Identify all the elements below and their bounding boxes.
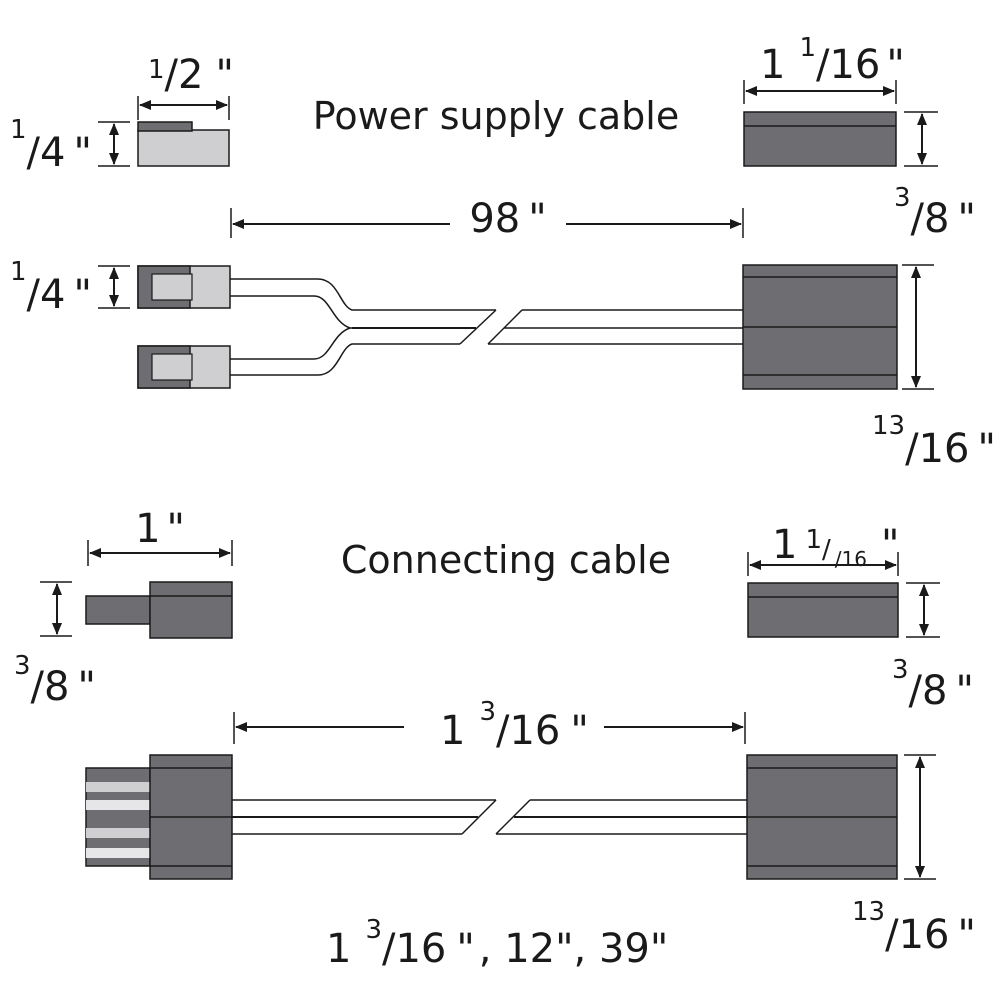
power-plug-height-dimension: 1/4": [10, 257, 130, 318]
large-block-height-label: 3/8": [894, 183, 976, 242]
connecting-small-height-label: 3/8": [14, 651, 96, 710]
power-main-block: [742, 264, 898, 390]
plug-window: [151, 273, 193, 301]
small-plug-body: [137, 129, 230, 167]
power-length-dimension: 98": [230, 196, 744, 242]
connecting-small-width-label: 1": [135, 506, 185, 552]
large-block-body: [747, 582, 899, 638]
pin-stripe: [86, 782, 150, 792]
cable-break: [461, 799, 497, 835]
connecting-section: Connecting cable 1" 3/8": [14, 506, 976, 972]
wire-top-lower-edge: [230, 295, 476, 329]
connecting-block-height-dimension: 13/16": [852, 754, 976, 958]
connecting-cable: [232, 799, 748, 835]
pin-stripe: [86, 828, 150, 838]
small-plug-width-label: 1/2": [148, 52, 234, 98]
cable-break: [495, 799, 531, 835]
wire-bottom-upper-edge: [230, 327, 351, 360]
wire-top-upper-edge: [230, 278, 496, 311]
connecting-large-height-label: 3/8": [892, 655, 974, 714]
connecting-left-connector: [85, 754, 233, 880]
plug-window: [151, 353, 193, 381]
power-wires: [230, 278, 744, 376]
pin-stub: [85, 595, 151, 625]
power-supply-section: Power supply cable 1/2" 1/4": [10, 33, 996, 472]
large-block-body: [743, 111, 897, 167]
connecting-right-block: [746, 754, 898, 880]
pin-stripe: [86, 848, 150, 858]
wire-bottom-lower-edge: [230, 343, 460, 376]
connecting-block-height-label: 13/16": [852, 897, 976, 958]
power-supply-title: Power supply cable: [313, 94, 679, 138]
power-plug-bottom: [137, 345, 231, 389]
connecting-small-detail: 1" 3/8": [14, 506, 233, 710]
power-length-label: 98": [469, 196, 546, 242]
small-plug-tab: [137, 121, 193, 132]
power-small-plug-detail: 1/2" 1/4": [10, 52, 234, 176]
power-block-height-label: 13/16": [872, 411, 996, 472]
power-plug-top: [137, 265, 231, 309]
connecting-title: Connecting cable: [341, 538, 671, 582]
cable-break: [487, 309, 523, 345]
connector-body: [149, 581, 233, 639]
small-plug-height-label: 1/4": [10, 115, 92, 176]
cable-break: [459, 309, 497, 345]
power-plug-height-label: 1/4": [10, 257, 92, 318]
power-block-height-dimension: 13/16": [872, 264, 996, 472]
pin-stripe: [86, 800, 150, 810]
